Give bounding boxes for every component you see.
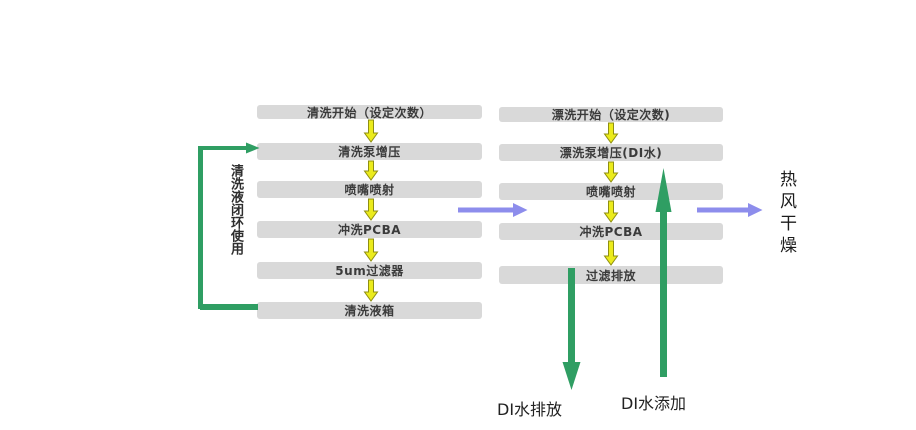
- hot-air-dry-label: 热风干燥: [776, 170, 796, 258]
- step-wash-nozzle-spray: 喷嘴喷射: [257, 181, 482, 198]
- step-rinse-start: 漂洗开始（设定次数): [499, 107, 723, 122]
- step-rinse-nozzle-spray: 喷嘴喷射: [499, 183, 723, 200]
- step-5um-filter: 5um过滤器: [257, 262, 482, 279]
- flow-right-arrow-icon: [697, 203, 763, 217]
- closed-loop-label: 清洗液闭环使用: [228, 164, 243, 255]
- di-water-drain-label: DI水排放: [497, 400, 563, 419]
- step-wash-rinse-pcba: 冲洗PCBA: [257, 221, 482, 238]
- step-wash-start: 清洗开始（设定次数）: [257, 105, 482, 120]
- step-rinse-rinse-pcba: 冲洗PCBA: [499, 223, 723, 240]
- step-filter-drain: 过滤排放: [499, 266, 723, 284]
- step-rinse-pump-boost-di: 漂洗泵增压(DI水): [499, 144, 723, 161]
- di-water-drain-arrow-icon: [562, 268, 581, 390]
- step-wash-liquid-tank: 清洗液箱: [257, 302, 482, 319]
- di-water-add-label: DI水添加: [621, 394, 687, 413]
- flow-right-arrow-icon: [458, 203, 528, 217]
- step-wash-pump-boost: 清洗泵增压: [257, 143, 482, 160]
